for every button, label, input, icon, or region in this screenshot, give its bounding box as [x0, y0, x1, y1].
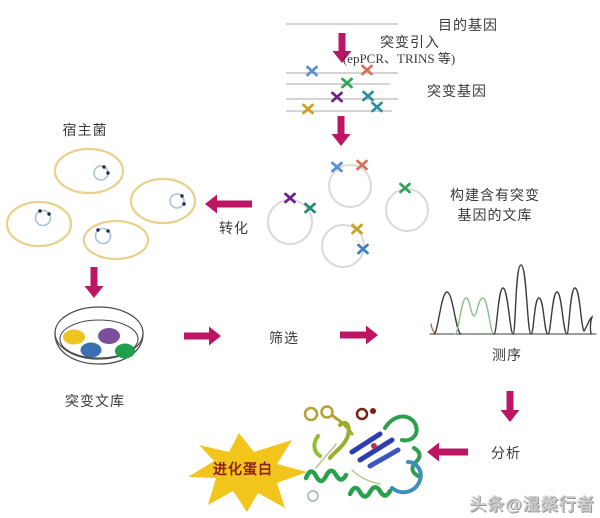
host-cells — [5, 147, 197, 261]
label-mutation-intro: 突变引入 — [380, 36, 440, 51]
label-analysis: 分析 — [491, 447, 521, 462]
label-target-gene: 目的基因 — [438, 19, 498, 34]
flow-arrow-transformation — [205, 194, 252, 214]
label-library: 构建含有突变 基因的文库 — [450, 187, 540, 227]
colony-blue — [80, 342, 102, 358]
evolved-protein-star — [188, 433, 307, 512]
flow-arrow-library — [331, 116, 351, 146]
petri-dish — [54, 306, 144, 365]
label-screening: 筛选 — [269, 332, 299, 347]
label-sequencing: 测序 — [492, 349, 522, 364]
mutation-x-icon — [302, 103, 314, 115]
label-transformation: 转化 — [219, 222, 249, 237]
trace-variant-peak — [454, 297, 495, 335]
label-library-line2: 基因的文库 — [457, 209, 533, 224]
mutant-gene-lines — [286, 64, 398, 115]
sequencing-trace — [429, 264, 597, 335]
mutation-x-icon — [341, 77, 353, 89]
mutation-x-icon — [371, 101, 383, 113]
flow-arrow-mutagenesis — [332, 33, 352, 63]
label-evolved-protein: 进化蛋白 — [213, 463, 273, 478]
label-mutation-methods: (epPCR、TRINS 等) — [342, 51, 456, 66]
mutation-x-icon — [306, 65, 318, 77]
mutation-x-icon — [399, 182, 411, 194]
label-mutant-genes: 突变基因 — [427, 85, 487, 100]
mutation-x-icon — [331, 91, 343, 103]
colony-green — [115, 343, 135, 359]
flow-arrow-analysis — [500, 391, 520, 422]
watermark: 头条@湿槃行者 — [469, 495, 595, 514]
label-host-bacteria: 宿主菌 — [62, 124, 108, 139]
label-library-line1: 构建含有突变 — [450, 189, 540, 204]
flow-arrow-screening-left — [184, 326, 221, 346]
protein-structure — [303, 405, 423, 502]
plasmid-library — [267, 159, 429, 268]
flow-arrow-plating — [84, 267, 104, 298]
colony-yellow — [63, 329, 85, 345]
flow-arrow-to-protein — [427, 442, 468, 462]
flow-arrow-screening-right — [340, 325, 378, 345]
label-mutant-library: 突变文库 — [65, 395, 125, 410]
colony-purple — [98, 328, 120, 344]
